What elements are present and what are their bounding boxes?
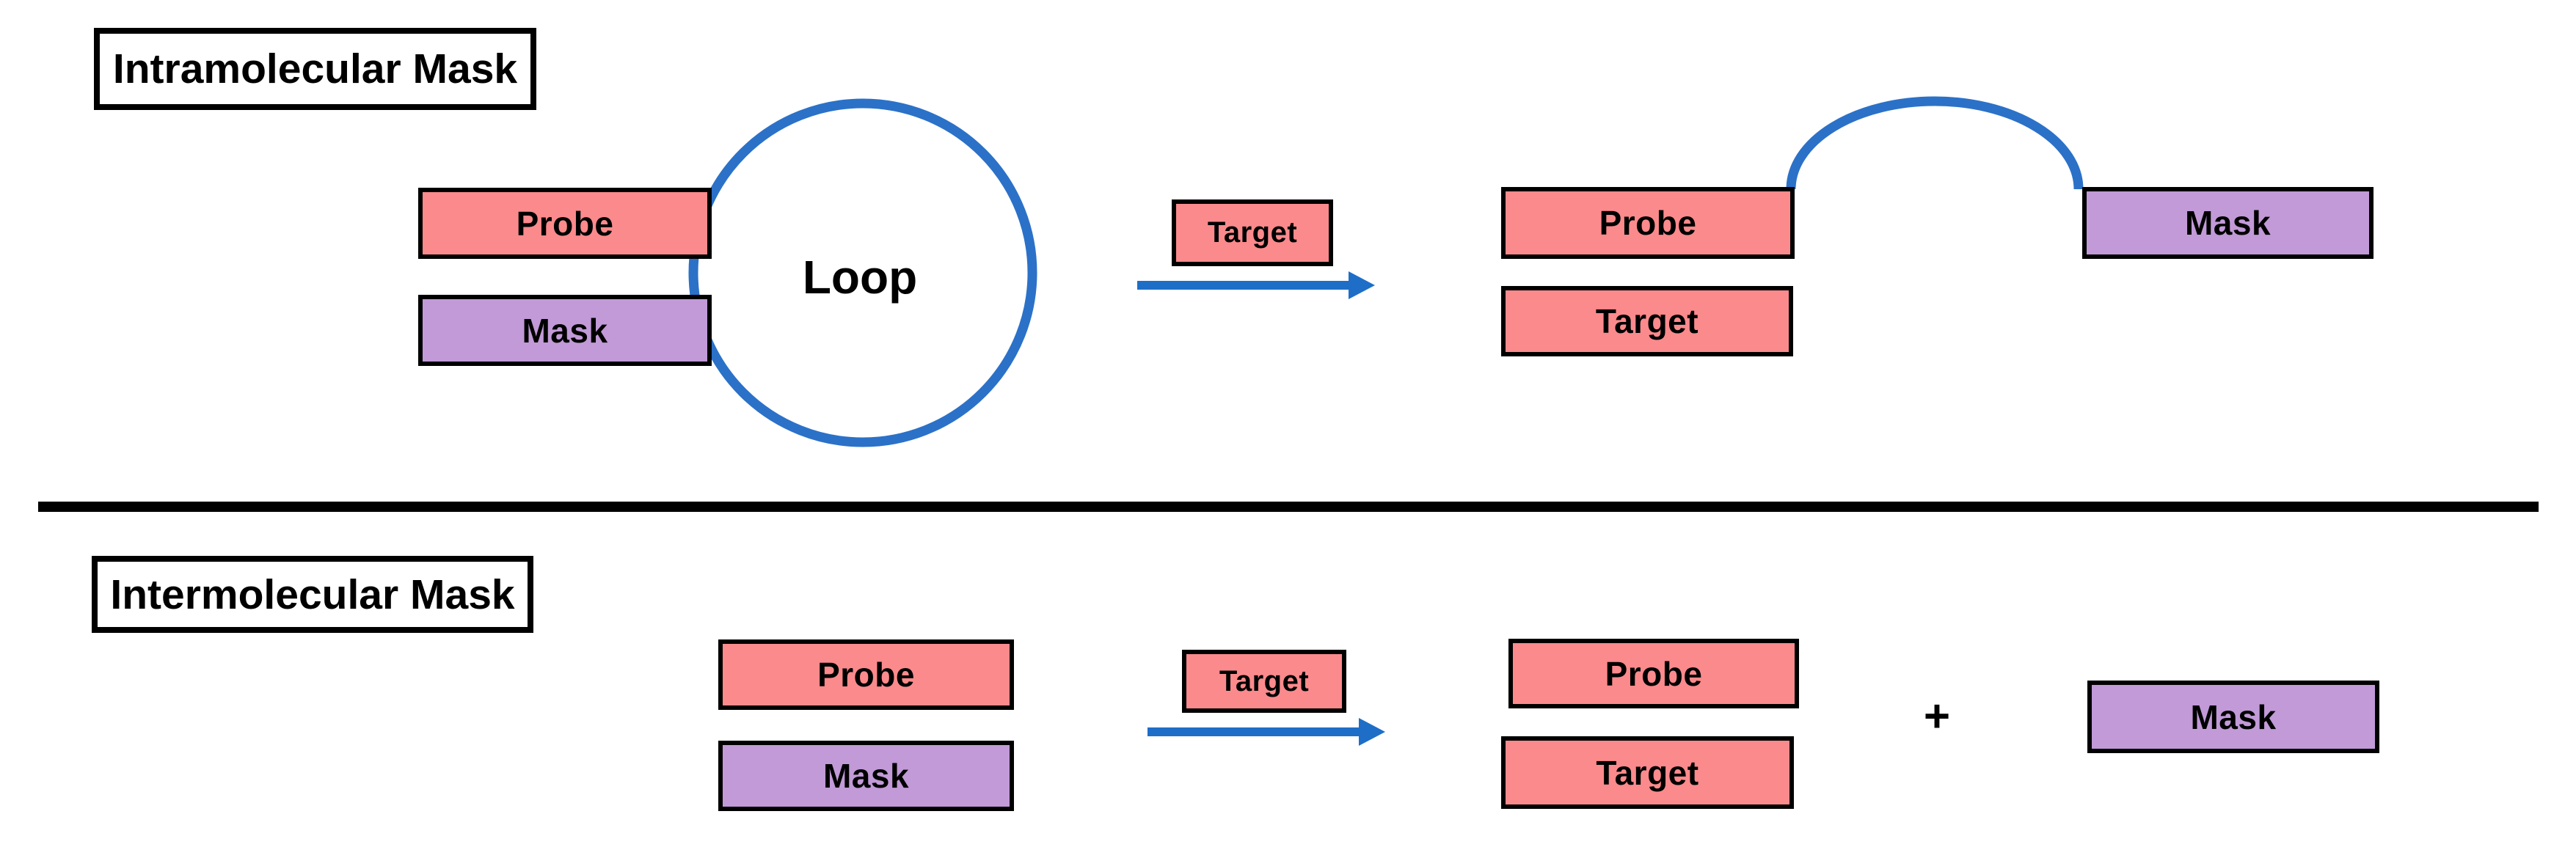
target-box-reagent-bottom: Target (1182, 650, 1346, 713)
mask-box-released-bottom: Mask (2087, 681, 2379, 753)
probe-box-product-top: Probe (1501, 187, 1795, 259)
reaction-arrow-top-icon (1137, 271, 1375, 299)
mask-box-product-top: Mask (2082, 187, 2374, 259)
probe-box-product-bottom: Probe (1508, 639, 1799, 708)
target-box-product-top: Target (1501, 286, 1793, 356)
loop-label: Loop (802, 251, 918, 304)
loop-circle-icon (688, 98, 1037, 447)
hairpin-arc-icon (1786, 96, 2084, 190)
mask-box-hairpin: Mask (418, 295, 712, 366)
intermolecular-section-title: Intermolecular Mask (92, 556, 533, 633)
plus-sign: + (1923, 691, 1951, 742)
probe-box-hairpin: Probe (418, 188, 712, 259)
mask-box-duplex: Mask (718, 741, 1014, 811)
intramolecular-section-title: Intramolecular Mask (94, 28, 536, 110)
reaction-arrow-bottom-icon (1147, 718, 1385, 746)
target-box-reagent-top: Target (1172, 199, 1333, 266)
target-box-product-bottom: Target (1501, 736, 1794, 809)
section-divider (38, 502, 2539, 512)
probe-box-duplex: Probe (718, 639, 1014, 710)
